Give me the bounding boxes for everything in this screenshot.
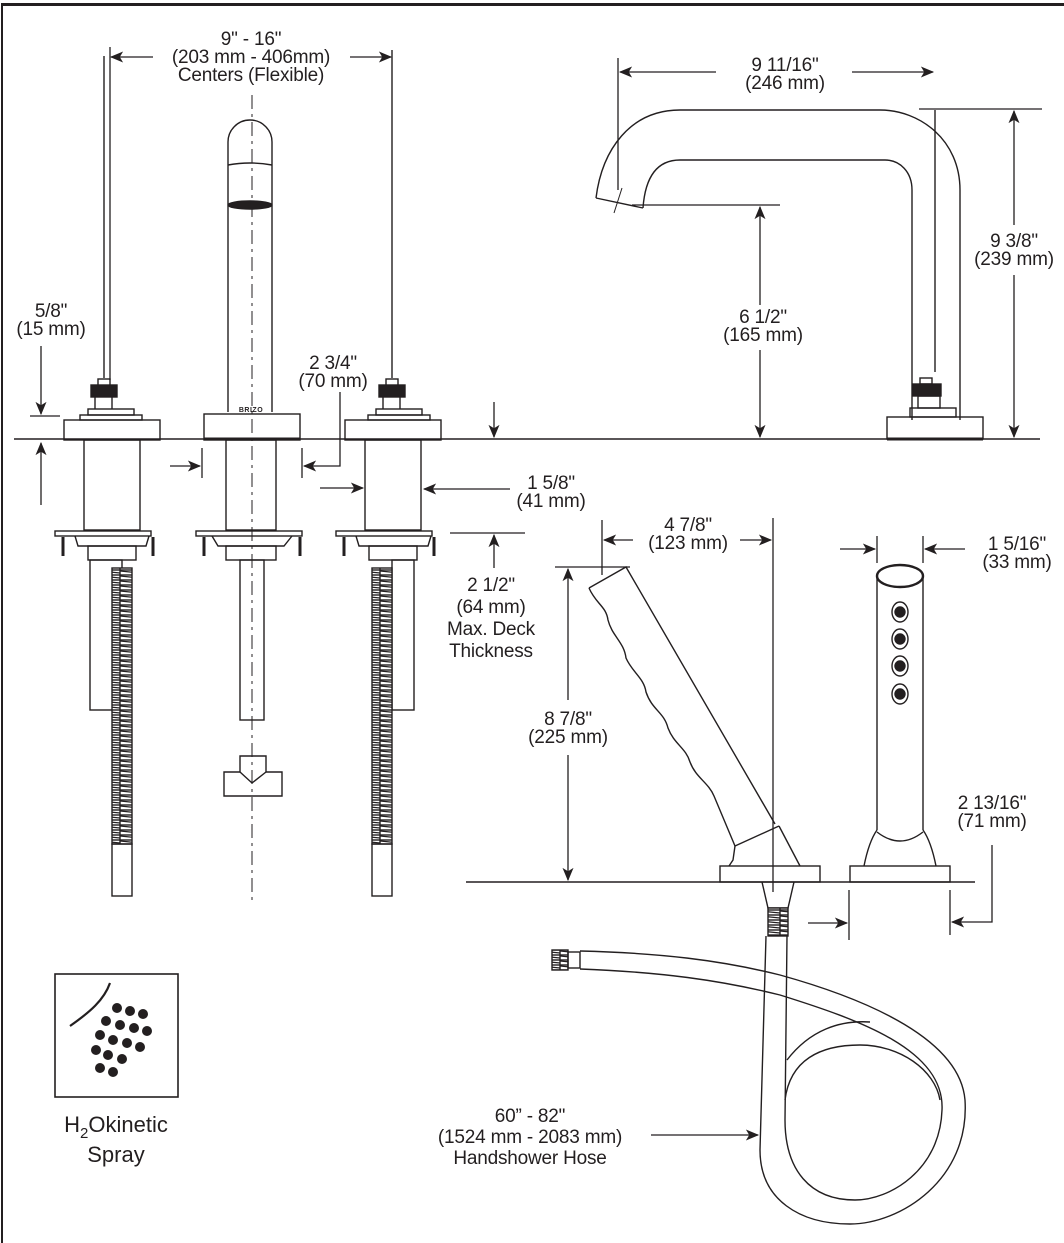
shank-label: 1 5/8" (41 mm)	[516, 473, 586, 512]
brand-mark: BRIZO	[238, 407, 264, 414]
handshower-base-imperial: 2 13/16"	[957, 793, 1027, 814]
handshower-height-metric: (225 mm)	[528, 727, 608, 748]
handshower-reach-metric: (123 mm)	[648, 533, 728, 554]
dimension-lines	[30, 47, 1042, 1141]
deck-thickness-imperial: 2 1/2"	[467, 575, 515, 596]
h2okinetic-label: H2Okinetic Spray	[64, 1110, 168, 1170]
spout-outlet-imperial: 6 1/2"	[739, 307, 787, 328]
shank-imperial: 1 5/8"	[527, 473, 575, 494]
centers-metric: (203 mm - 406mm)	[171, 47, 331, 68]
handshower-diameter-metric: (33 mm)	[982, 552, 1052, 573]
centers-note: Centers (Flexible)	[177, 65, 325, 86]
spout-height-imperial: 9 3/8"	[990, 231, 1038, 252]
handle-height-imperial: 5/8"	[34, 301, 68, 322]
centers-dimension-label: 9" - 16" (203 mm - 406mm) Centers (Flexi…	[171, 29, 331, 86]
label-suffix: Okinetic	[88, 1112, 168, 1137]
shank-metric: (41 mm)	[516, 491, 586, 512]
handshower-height-imperial: 8 7/8"	[544, 709, 592, 730]
handshower-reach-imperial: 4 7/8"	[664, 515, 712, 536]
handle-height-label: 5/8" (15 mm)	[16, 301, 86, 340]
handshower-base-label: 2 13/16" (71 mm)	[957, 793, 1027, 832]
deck-thickness-metric: (64 mm)	[456, 597, 526, 618]
label-prefix: H	[64, 1112, 81, 1137]
spout-outlet-label: 6 1/2" (165 mm)	[723, 307, 803, 346]
deck-thickness-label: 2 1/2" (64 mm) Max. Deck Thickness	[447, 575, 535, 663]
spout-base-imperial: 2 3/4"	[309, 353, 357, 374]
spout-reach-label: 9 11/16" (246 mm)	[745, 55, 825, 94]
spout-height-label: 9 3/8" (239 mm)	[974, 231, 1054, 270]
h2okinetic-label-line2: Spray	[87, 1142, 145, 1167]
handle-height-metric: (15 mm)	[16, 319, 86, 340]
deck-thickness-note-1: Max. Deck	[447, 619, 535, 640]
right-handle-valve	[335, 50, 442, 897]
spout-outlet-metric: (165 mm)	[723, 325, 803, 346]
handshower-hose	[551, 935, 966, 1225]
handshower-height-label: 8 7/8" (225 mm)	[528, 709, 608, 748]
handshower-diameter-imperial: 1 5/16"	[987, 534, 1047, 555]
spout-base-metric: (70 mm)	[298, 371, 368, 392]
hose-imperial: 60” - 82"	[494, 1106, 566, 1127]
spout-base-label: 2 3/4" (70 mm)	[298, 353, 368, 392]
spout-reach-metric: (246 mm)	[745, 73, 825, 94]
handshower-base-metric: (71 mm)	[957, 811, 1027, 832]
deck-thickness-note-2: Thickness	[449, 641, 533, 662]
handshower-angled	[588, 566, 821, 937]
hose-metric: (1524 mm - 2083 mm)	[437, 1127, 623, 1148]
spout-reach-imperial: 9 11/16"	[751, 55, 819, 76]
label-subscript: 2	[80, 1125, 89, 1142]
handshower-front	[849, 563, 951, 883]
hose-note: Handshower Hose	[453, 1148, 607, 1169]
h2okinetic-label-line1: H2Okinetic	[64, 1110, 168, 1142]
center-spout-front	[195, 95, 303, 905]
h2okinetic-spray-icon	[54, 973, 179, 1098]
handshower-diameter-label: 1 5/16" (33 mm)	[982, 534, 1052, 573]
centers-imperial: 9" - 16"	[220, 29, 282, 50]
spout-height-metric: (239 mm)	[974, 249, 1054, 270]
handshower-reach-label: 4 7/8" (123 mm)	[648, 515, 728, 554]
left-handle-valve	[54, 56, 161, 897]
drawing-frame	[1, 3, 1064, 1243]
spout-side-view	[595, 109, 984, 441]
hose-length-label: 60” - 82" (1524 mm - 2083 mm) Handshower…	[438, 1106, 622, 1169]
